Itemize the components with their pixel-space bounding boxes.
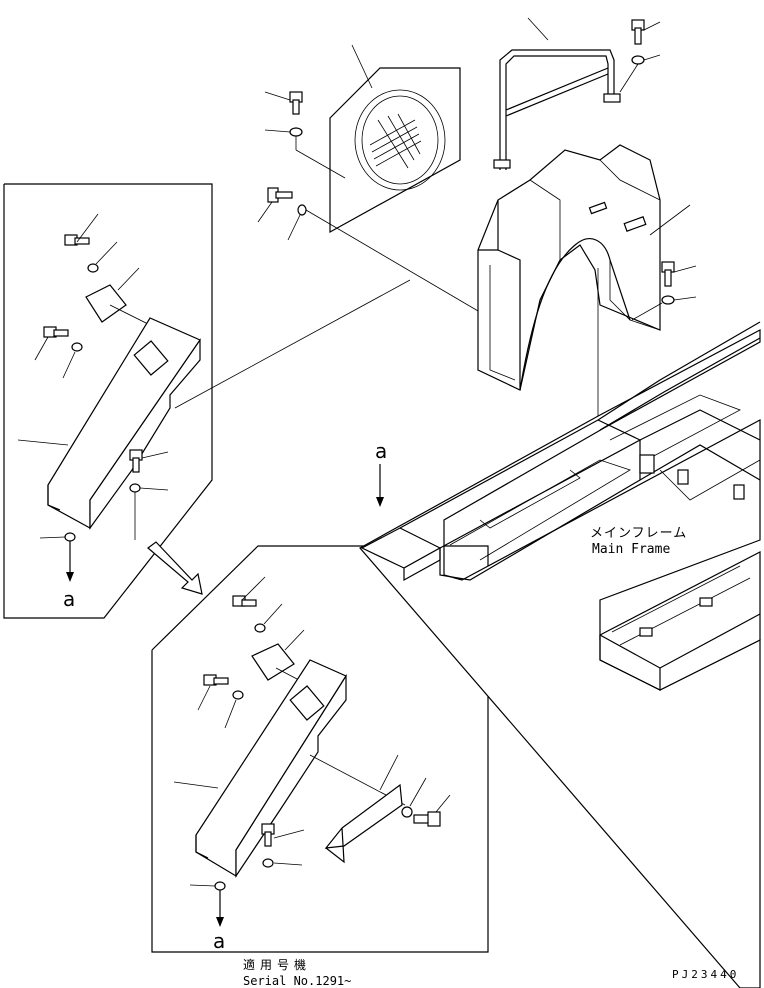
main-frame-label-en: Main Frame — [592, 542, 670, 557]
washer-icon — [129, 483, 141, 493]
mesh-icon — [369, 113, 422, 169]
plate-icon — [85, 284, 127, 323]
bolt-icon — [661, 261, 675, 287]
washer-icon — [289, 127, 303, 137]
bolt-icon — [64, 213, 99, 246]
arrow-head-icon — [216, 917, 224, 927]
washer-icon — [262, 858, 274, 868]
bolt-icon — [267, 187, 293, 203]
washer-icon — [401, 806, 413, 818]
fan-screen-panel — [329, 44, 461, 234]
washer-icon — [214, 881, 226, 891]
bolt-icon — [129, 449, 143, 473]
view-label-top: a — [375, 439, 387, 463]
arrow-head-icon — [66, 572, 74, 582]
arch-housing-icon — [477, 144, 691, 391]
washer-icon — [631, 55, 645, 65]
left-detail-panel: a — [3, 183, 411, 619]
washer-icon — [297, 204, 307, 216]
small-cover-icon — [324, 783, 403, 864]
view-label-detail: a — [213, 929, 225, 953]
view-label-left: a — [63, 587, 75, 611]
bolt-icon — [289, 91, 303, 115]
serial-label-en: Serial No.1291~ — [243, 974, 351, 988]
cover-bracket-icon — [47, 317, 201, 530]
bolt-icon — [43, 326, 69, 338]
bolt-icon — [232, 595, 257, 607]
bolt-icon — [631, 19, 645, 45]
handrail-icon — [493, 17, 621, 170]
bolt-icon — [203, 674, 229, 686]
washer-icon — [232, 690, 244, 700]
main-frame-icon — [359, 321, 761, 988]
serial-label-jp: 適用号機 — [243, 957, 311, 972]
washer-icon — [661, 295, 675, 305]
bolt-icon — [261, 823, 275, 847]
washer-icon — [254, 623, 266, 633]
drawing-code: PJ23440 — [672, 968, 739, 981]
plate-icon — [251, 643, 295, 681]
hollow-arrow-icon — [147, 541, 203, 595]
washer-icon — [64, 532, 76, 542]
lower-detail-panel: a — [151, 545, 489, 953]
main-frame-label-jp: メインフレーム — [590, 526, 687, 541]
side-frame-icon — [599, 551, 761, 691]
bolt-icon — [413, 811, 441, 827]
washer-icon — [87, 263, 99, 273]
arrow-head-icon — [376, 497, 384, 507]
washer-icon — [71, 342, 83, 352]
